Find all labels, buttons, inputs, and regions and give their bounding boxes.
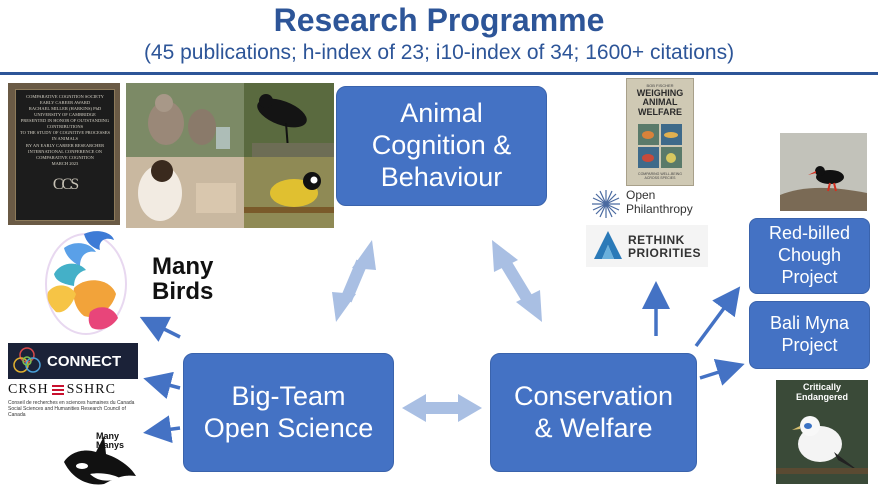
chough-illustration — [780, 133, 867, 211]
book-animal-panels — [638, 124, 682, 168]
connect-emblem-icon — [13, 347, 41, 373]
node-animal-cognition: Animal Cognition & Behaviour — [336, 86, 547, 206]
arrow-to-connect — [143, 371, 181, 399]
award-plaque-photo: COMPARATIVE COGNITION SOCIETY EARLY CARE… — [8, 83, 120, 225]
page-title: Research Programme — [273, 2, 605, 38]
node-conservation-welfare: Conservation & Welfare — [490, 353, 697, 472]
arrow-to-manybirds — [139, 316, 181, 342]
crsh-label: CRSH — [8, 382, 49, 397]
double-arrow-bigteam-conservation — [402, 394, 482, 422]
book-title: WEIGHING ANIMAL WELFARE — [636, 88, 684, 117]
manybirds-emblem — [45, 231, 127, 335]
arrow-to-manymanys — [143, 415, 181, 444]
node-chough-project: Red-billed Chough Project — [749, 218, 870, 294]
double-arrow-cognition-conservation — [492, 240, 542, 322]
plaque-text: COMPARATIVE COGNITION SOCIETY EARLY CARE… — [19, 94, 111, 166]
crsh-flag-icon — [51, 384, 64, 396]
monkey-shape — [148, 101, 184, 145]
crsh-sshrc-fullname: Conseil de recherches en sciences humain… — [8, 400, 135, 418]
critically-endangered-badge: Critically Endangered — [795, 382, 848, 402]
page-subtitle: (45 publications; h-index of 23; i10-ind… — [143, 41, 735, 64]
myna-illustration — [776, 380, 868, 484]
crsh-sshrc-logo: CRSH SSHRC Conseil de recherches en scie… — [8, 382, 144, 418]
collage-illustration — [126, 83, 334, 228]
node-myna-project: Bali Myna Project — [749, 301, 870, 369]
rethink-priorities-logo: RETHINK PRIORITIES — [586, 225, 708, 267]
header-divider — [0, 72, 878, 75]
book-cover: BOB FISCHER WEIGHING ANIMAL WELFARE COMP… — [626, 78, 694, 186]
connect-logo: CONNECT — [8, 343, 138, 379]
orca-emblem — [64, 436, 136, 485]
rethink-emblem-icon — [594, 231, 622, 259]
chough-photo — [780, 133, 867, 211]
open-philanthropy-label: Open Philanthropy — [626, 188, 693, 216]
node-big-team-open-science: Big-Team Open Science — [183, 353, 394, 472]
manymanys-logo: Many Manys — [60, 428, 140, 490]
manybirds-logo — [34, 226, 138, 336]
bali-myna-photo: Critically Endangered — [776, 380, 868, 484]
animal-photo-collage — [126, 83, 334, 228]
book-author: BOB FISCHER — [646, 83, 674, 88]
arrow-to-chough — [694, 286, 741, 348]
connect-label: CONNECT — [47, 352, 122, 370]
manybirds-wordmark: Many Birds — [152, 253, 214, 306]
open-philanthropy-starburst-icon — [592, 190, 620, 218]
rethink-label: RETHINK PRIORITIES — [628, 233, 702, 261]
arrow-to-myna — [699, 358, 745, 386]
manymanys-label: Many Manys — [96, 431, 125, 451]
sshrc-label: SSHRC — [66, 382, 116, 397]
plaque-monogram: CCS — [52, 176, 79, 193]
book-subtitle: COMPARING WELL-BEING ACROSS SPECIES — [638, 172, 682, 180]
open-philanthropy-logo: Open Philanthropy — [590, 186, 710, 222]
double-arrow-cognition-bigteam — [332, 240, 376, 322]
